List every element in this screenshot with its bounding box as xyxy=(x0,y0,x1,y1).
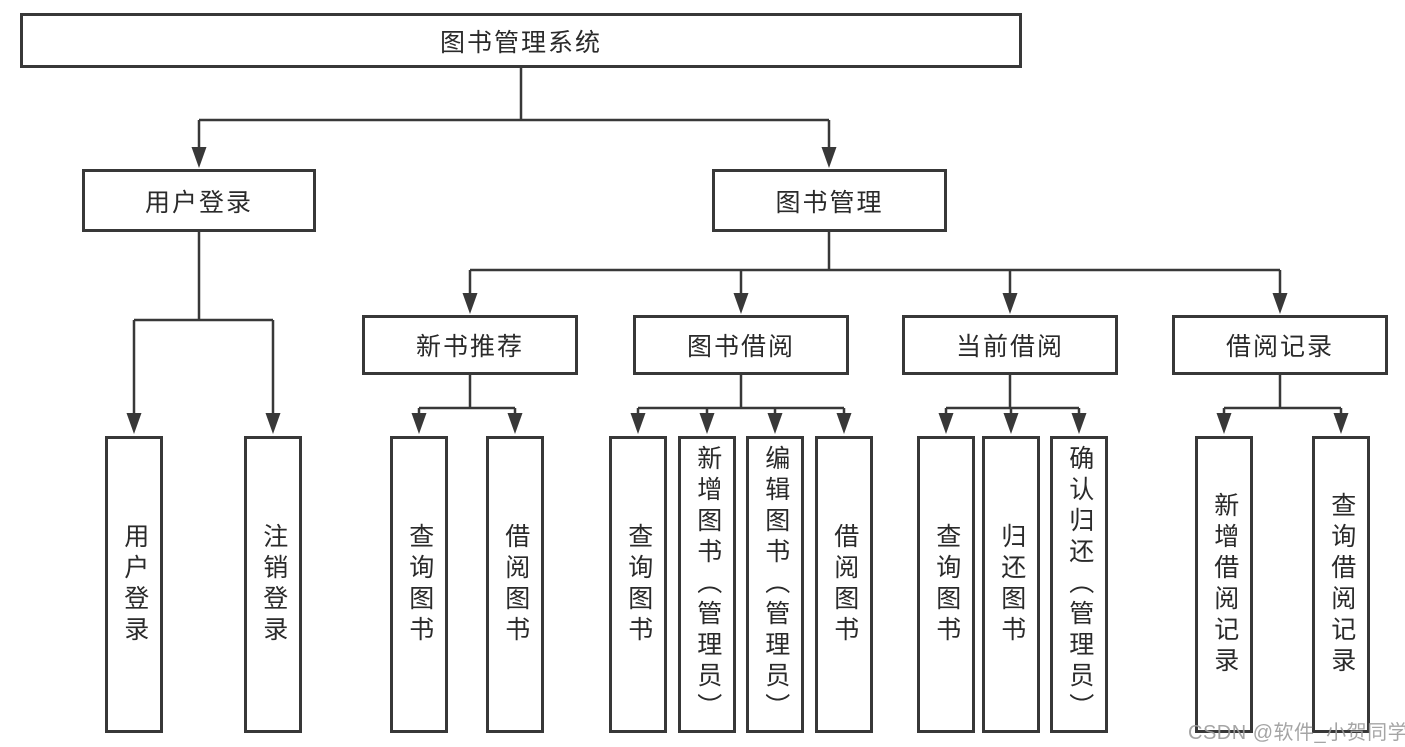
leaf-label: 查询图书 xyxy=(624,522,653,647)
node-new-book-recommend: 新书推荐 xyxy=(362,315,578,375)
arrow-down-icon xyxy=(265,413,281,434)
arrow-down-icon xyxy=(191,147,207,168)
arrow-down-icon xyxy=(1003,413,1019,434)
leaf-label: 查询图书 xyxy=(405,522,434,647)
leaf-logout: 注销登录 xyxy=(244,436,302,733)
arrow-down-icon xyxy=(733,293,749,314)
arrow-down-icon xyxy=(1272,293,1288,314)
arrow-down-icon xyxy=(938,413,954,434)
node-label: 借阅记录 xyxy=(1225,333,1334,361)
arrow-down-icon xyxy=(507,413,523,434)
arrow-down-icon xyxy=(821,147,837,168)
node-label: 当前借阅 xyxy=(955,333,1064,361)
leaf-label: 新增图书（管理员） xyxy=(693,445,722,724)
node-label: 图书管理系统 xyxy=(439,28,602,57)
node-root-system: 图书管理系统 xyxy=(20,13,1022,68)
arrow-down-icon xyxy=(767,413,783,434)
arrow-down-icon xyxy=(411,413,427,434)
node-label: 图书借阅 xyxy=(686,333,795,361)
leaf-newrec-borrow-books: 借阅图书 xyxy=(486,436,544,733)
leaf-records-add-record: 新增借阅记录 xyxy=(1195,436,1253,733)
leaf-label: 注销登录 xyxy=(259,522,288,647)
leaf-borrow-edit-books-admin: 编辑图书（管理员） xyxy=(746,436,804,733)
node-book-borrowing: 图书借阅 xyxy=(633,315,849,375)
node-user-login: 用户登录 xyxy=(82,169,316,232)
node-current-borrowing: 当前借阅 xyxy=(902,315,1118,375)
leaf-current-confirm-return-admin: 确认归还（管理员） xyxy=(1050,436,1108,733)
node-label: 图书管理 xyxy=(775,188,884,217)
leaf-borrow-borrow-books: 借阅图书 xyxy=(815,436,873,733)
node-label: 新书推荐 xyxy=(415,333,524,361)
arrow-down-icon xyxy=(1333,413,1349,434)
arrow-down-icon xyxy=(126,413,142,434)
arrow-down-icon xyxy=(699,413,715,434)
leaf-label: 归还图书 xyxy=(997,522,1026,647)
node-label: 用户登录 xyxy=(144,188,253,217)
leaf-label: 查询图书 xyxy=(932,522,961,647)
arrow-down-icon xyxy=(1071,413,1087,434)
leaf-borrow-add-books-admin: 新增图书（管理员） xyxy=(678,436,736,733)
leaf-label: 用户登录 xyxy=(120,522,149,647)
arrow-down-icon xyxy=(462,293,478,314)
arrowhead-icons xyxy=(126,147,1349,434)
leaf-label: 借阅图书 xyxy=(501,522,530,647)
leaf-current-query-books: 查询图书 xyxy=(917,436,975,733)
node-borrowing-records: 借阅记录 xyxy=(1172,315,1388,375)
leaf-label: 编辑图书（管理员） xyxy=(761,445,790,724)
leaf-borrow-query-books: 查询图书 xyxy=(609,436,667,733)
leaf-current-return-books: 归还图书 xyxy=(982,436,1040,733)
node-book-management: 图书管理 xyxy=(712,169,947,232)
arrow-down-icon xyxy=(630,413,646,434)
csdn-watermark: CSDN @软件_小贺同学 xyxy=(1188,722,1405,744)
arrow-down-icon xyxy=(1216,413,1232,434)
leaf-user-login: 用户登录 xyxy=(105,436,163,733)
leaf-records-query-record: 查询借阅记录 xyxy=(1312,436,1370,733)
arrow-down-icon xyxy=(836,413,852,434)
leaf-label: 确认归还（管理员） xyxy=(1065,445,1094,724)
leaf-label: 新增借阅记录 xyxy=(1210,491,1239,678)
arrow-down-icon xyxy=(1002,293,1018,314)
leaf-newrec-query-books: 查询图书 xyxy=(390,436,448,733)
leaf-label: 查询借阅记录 xyxy=(1327,491,1356,678)
tree-edges xyxy=(132,68,1343,415)
leaf-label: 借阅图书 xyxy=(830,522,859,647)
